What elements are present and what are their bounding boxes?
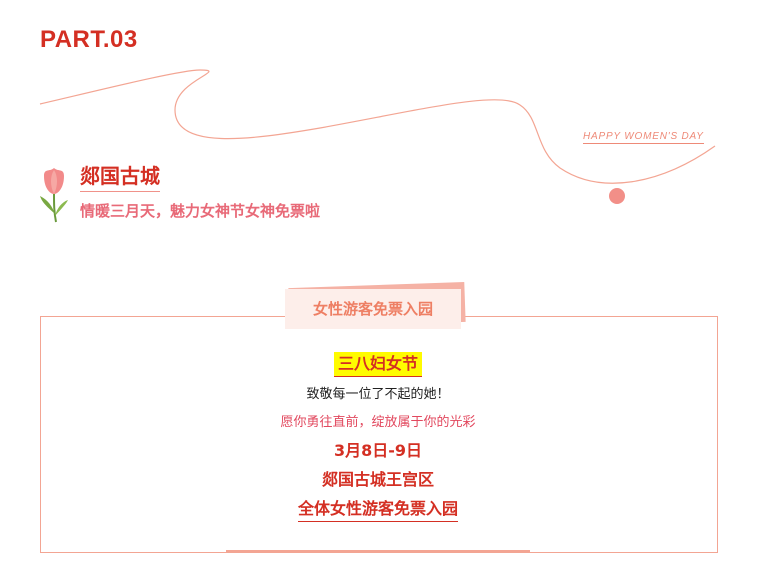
- section-subtitle: 情暖三月天，魅力女神节女神免票啦: [80, 202, 321, 220]
- happy-womens-day-label: HAPPY WOMEN'S DAY: [583, 131, 704, 144]
- highlight-label: 三八妇女节: [333, 352, 422, 377]
- event-date: 3月8日-9日: [333, 441, 423, 460]
- card-bottom-bar: [226, 550, 530, 553]
- dot-icon: [609, 188, 625, 204]
- event-offer: 全体女性游客免票入园: [297, 497, 458, 522]
- card-tag: 女性游客免票入园: [283, 281, 469, 335]
- section-title: 郯国古城: [80, 163, 160, 192]
- card-tag-label: 女性游客免票入园: [285, 289, 461, 329]
- part-label: PART.03: [40, 26, 138, 53]
- tribute-line: 致敬每一位了不起的她！: [306, 387, 450, 402]
- event-place: 郯国古城王宫区: [321, 470, 434, 489]
- card-content: 三八妇女节 致敬每一位了不起的她！ 愿你勇往直前，绽放属于你的光彩 3月8日-9…: [40, 352, 716, 522]
- tulip-icon: [40, 168, 68, 223]
- decorative-curve: [39, 69, 716, 204]
- wish-line: 愿你勇往直前，绽放属于你的光彩: [280, 415, 476, 430]
